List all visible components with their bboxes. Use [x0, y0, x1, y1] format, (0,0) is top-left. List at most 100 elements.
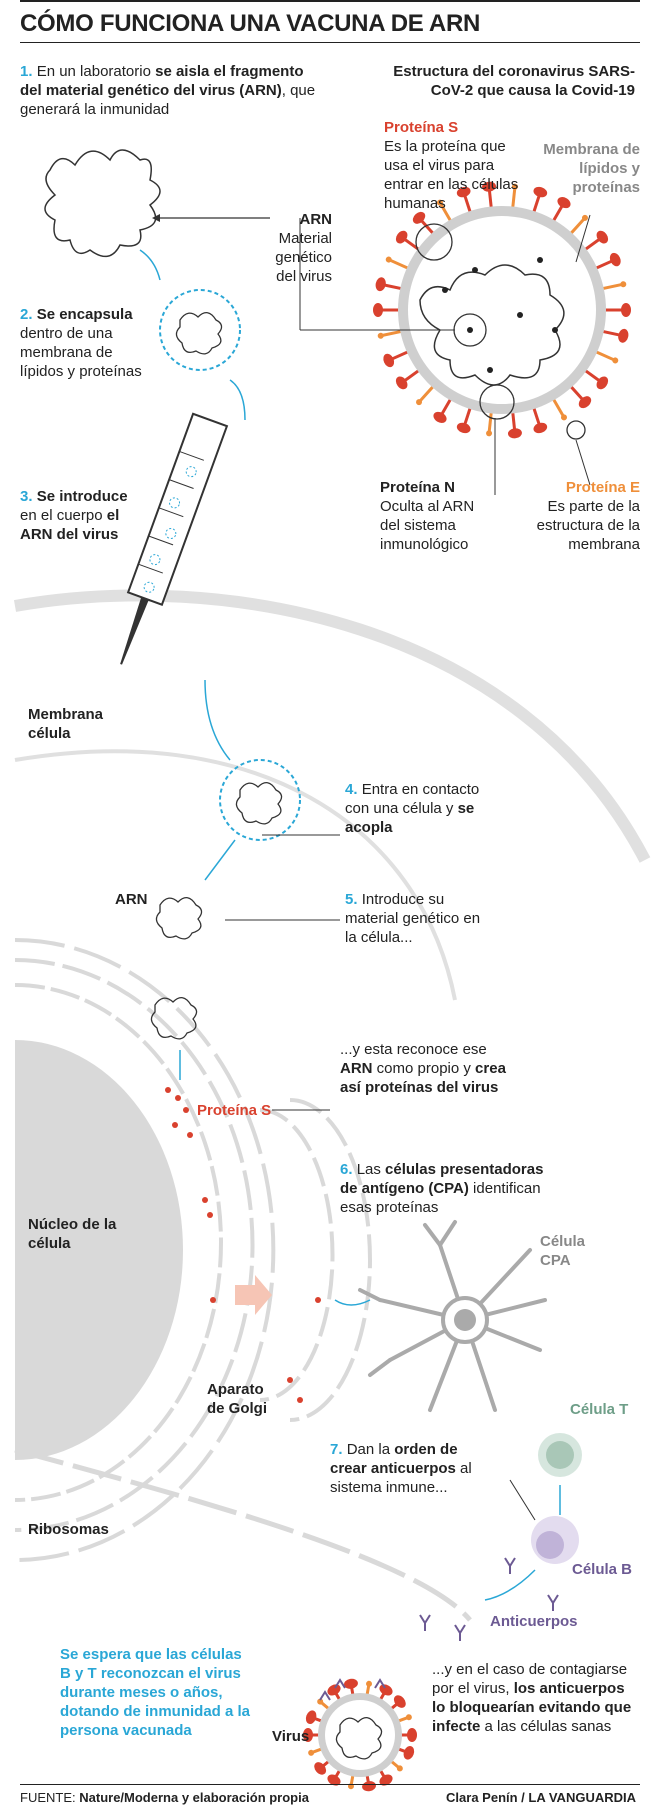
step7-number: 7.	[330, 1441, 343, 1458]
conclusion-text: Se espera que las células B y T reconozc…	[60, 1646, 251, 1739]
nucleo-label: Núcleo de la célula	[28, 1216, 117, 1252]
spike-head	[482, 181, 497, 192]
step6-bold: células presentadoras de antígeno (CPA)	[340, 1161, 544, 1197]
nuclear-envelope	[14, 983, 223, 1502]
spike-stem	[567, 216, 587, 237]
footer-credit: Clara Penín / LA VANGUARDIA	[446, 1790, 636, 1805]
footer-rule	[20, 1784, 640, 1785]
spike-head	[393, 1695, 406, 1708]
rna-in-cell	[150, 997, 198, 1040]
spike-head	[511, 183, 518, 190]
rna-docking	[235, 782, 283, 825]
step3-bold: Se introduce	[36, 488, 128, 505]
flow-arrow-3	[204, 679, 231, 761]
spike-head	[375, 277, 386, 292]
spike-head	[533, 186, 548, 198]
spike-head	[379, 1774, 393, 1786]
capsule-docking	[219, 759, 301, 841]
virus-neutralized	[303, 1678, 417, 1792]
spike-head	[612, 357, 619, 364]
flow-arrow-4	[204, 839, 236, 881]
spike-head	[385, 256, 392, 263]
spike-head	[403, 1745, 415, 1760]
spike-head	[620, 281, 627, 288]
step7-bold: orden de crear anticuerpos	[330, 1441, 458, 1477]
arn-label: ARN Material genético del virus	[262, 210, 332, 286]
step5b-mid: como propio y	[372, 1060, 476, 1077]
spike-head	[533, 422, 548, 434]
spike-head	[581, 214, 588, 221]
spike-head	[578, 396, 592, 409]
spike-head	[405, 1714, 412, 1721]
spike-head	[303, 1728, 313, 1742]
protein-s-desc: Es la proteína que usa el virus para ent…	[384, 138, 519, 212]
step5b-pre: ...y esta reconoce ese	[340, 1041, 487, 1058]
t-cell-nucleus	[546, 1441, 574, 1469]
spike-head	[437, 199, 443, 206]
spike-head	[395, 230, 408, 244]
step5-number: 5.	[345, 891, 358, 908]
coronavirus-title: Estructura del coronavirus SARS-CoV-2 qu…	[393, 63, 635, 99]
step5b-text: ...y esta reconoce ese ARN como propio y…	[340, 1040, 520, 1097]
arn-arrowhead	[152, 214, 160, 222]
step2-bold: Se encapsula	[36, 306, 133, 323]
protein-n-desc: Oculta al ARN del sistema inmunológico	[380, 498, 475, 553]
step1-post: , que generará la inmunidad	[20, 82, 316, 118]
virus-label: Virus	[272, 1728, 310, 1745]
nucleus-shape	[15, 1040, 183, 1460]
spike-head	[416, 399, 423, 406]
ribosome-band	[14, 1447, 472, 1622]
flow-arrow-2	[229, 379, 246, 421]
spike-stem	[510, 186, 517, 211]
lipid-capsule	[159, 289, 241, 371]
spike-head	[317, 1698, 324, 1705]
antibodies	[419, 1557, 559, 1641]
golgi-1	[259, 1108, 335, 1402]
flow-arrow-8	[484, 1569, 536, 1601]
step3-text: 3. Se introduce en el cuerpo el ARN del …	[20, 487, 135, 544]
spike-head	[407, 1728, 417, 1742]
spike-head	[596, 376, 609, 390]
celula-cpa-label: Célula CPA	[540, 1233, 586, 1269]
step5b-bold: ARN	[340, 1060, 373, 1077]
spike-head	[308, 1749, 315, 1756]
step3-number: 3.	[20, 488, 33, 505]
protein-e-label: Proteína E Es parte de la estructura de …	[530, 478, 640, 554]
top-rule	[20, 0, 640, 2]
spike-head	[456, 186, 471, 198]
spike-head	[344, 1678, 358, 1689]
footer-source: FUENTE: Nature/Moderna y elaboración pro…	[20, 1790, 309, 1805]
step2-post: dentro de una membrana de lípidos y prot…	[20, 325, 142, 380]
rna-released	[155, 897, 203, 940]
protein-n-name: Proteína N	[380, 479, 456, 496]
final-pre: ...y en el caso de contagiarse por el vi…	[432, 1661, 628, 1697]
step6-number: 6.	[340, 1161, 353, 1178]
step5-text: 5. Introduce su material genético en la …	[345, 890, 485, 947]
flow-arrow-6	[334, 1299, 371, 1306]
spike-head	[621, 303, 631, 317]
spike-stem	[592, 349, 616, 362]
membrane-label: Membrana de lípidos y proteínas	[543, 141, 640, 196]
spike-head	[596, 230, 609, 244]
spike-head	[366, 1680, 373, 1687]
spike-head	[327, 1684, 341, 1696]
spike-head	[377, 332, 384, 339]
spike-head	[379, 1684, 393, 1696]
spike-head	[486, 430, 493, 437]
step2-number: 2.	[20, 306, 33, 323]
arn-label-desc: Material genético del virus	[275, 230, 332, 285]
spike-head	[433, 411, 447, 423]
step3-mid: en el cuerpo	[20, 507, 107, 524]
spike-head	[383, 353, 395, 368]
step4-bold: se acopla	[345, 800, 475, 836]
spike-head	[362, 1781, 376, 1792]
protein-n-label: Proteína N Oculta al ARN del sistema inm…	[380, 478, 490, 554]
proteina-s2-label: Proteína S	[197, 1102, 272, 1119]
coronavirus-diagram	[299, 181, 631, 495]
arn-label-title: ARN	[299, 211, 333, 228]
spike-stem	[388, 258, 412, 271]
footer-source-label: FUENTE:	[20, 1790, 76, 1805]
footer-source-text: Nature/Moderna y elaboración propia	[79, 1790, 309, 1805]
spike-head	[456, 422, 471, 434]
